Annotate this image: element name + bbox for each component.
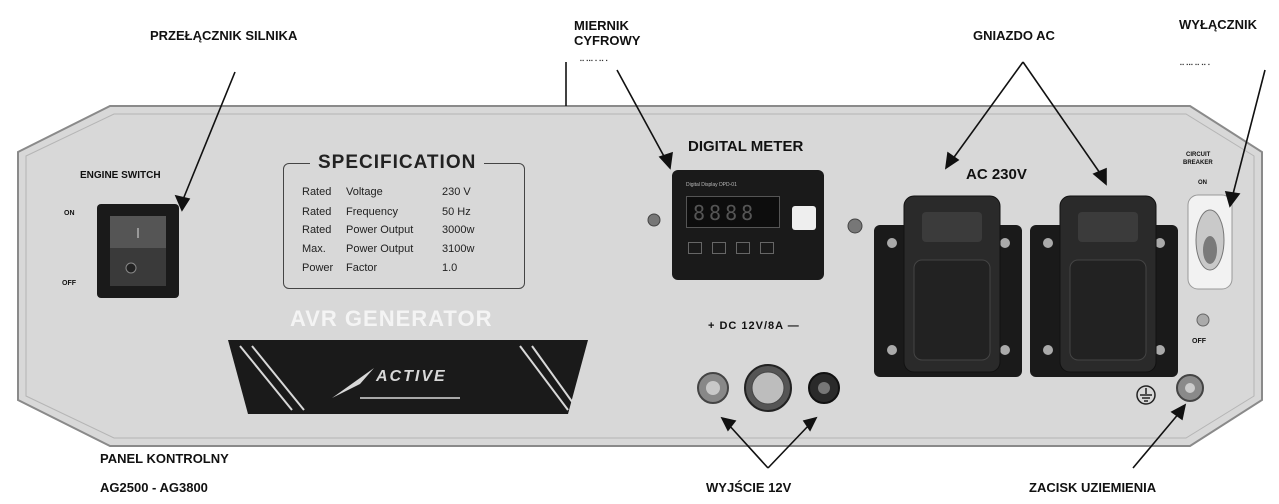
breaker-label-line2: BREAKER <box>1183 160 1213 166</box>
meter-display: 8888 <box>686 196 780 228</box>
callout-ac-socket: GNIAZDO AC <box>973 28 1055 43</box>
meter-key[interactable] <box>736 242 750 254</box>
meter-button[interactable] <box>792 206 816 230</box>
callout-panel-line1: PANEL KONTROLNY <box>100 451 229 466</box>
ac-voltage-label: AC 230V <box>966 166 1027 183</box>
breaker-label-line1: CIRCUIT <box>1186 152 1211 158</box>
ac-socket-left <box>874 195 1022 377</box>
breaker-off-label: OFF <box>1192 338 1206 345</box>
engine-switch-label: ENGINE SWITCH <box>80 170 161 181</box>
callout-circuit-breaker: WYŁĄCZNIK <box>1179 17 1257 32</box>
callout-engine-switch: PRZEŁĄCZNIK SILNIKA <box>150 28 298 43</box>
callout-ground: ZACISK UZIEMIENIA <box>1029 480 1157 495</box>
brand-logo: ACTIVE <box>376 368 447 385</box>
meter-digits: 8888 <box>693 201 758 225</box>
meter-key[interactable] <box>760 242 774 254</box>
ground-icon <box>1136 385 1156 405</box>
specification-title: SPECIFICATION <box>310 152 485 174</box>
screw-icon <box>647 213 661 227</box>
callout-panel-line2: AG2500 - AG3800 <box>100 480 208 495</box>
callout-digital-meter-line1: MIERNIK <box>574 18 629 33</box>
avr-generator-label: AVR GENERATOR <box>290 306 493 331</box>
meter-key[interactable] <box>688 242 702 254</box>
dc-output-label: + DC 12V/8A — <box>708 320 800 332</box>
blurred-small-text: ▪▪ ▪▪▪ ▪▪ ▪▪ ▪ <box>1180 62 1211 68</box>
digital-meter: Digital Display DPD-01 8888 <box>672 170 824 280</box>
digital-meter-label: DIGITAL METER <box>688 138 804 155</box>
screw-icon <box>847 218 863 234</box>
blurred-small-text: ▪▪ ▪▪▪ ▪ ▪▪ ▪ <box>580 58 609 64</box>
breaker-on-label: ON <box>1198 180 1207 186</box>
callout-dc-output: WYJŚCIE 12V <box>706 480 792 495</box>
callout-digital-meter-line2: CYFROWY <box>574 33 641 48</box>
ac-socket-right <box>1030 195 1178 377</box>
brand-plate <box>228 340 588 414</box>
meter-model-text: Digital Display DPD-01 <box>686 182 737 188</box>
engine-off-label: OFF <box>62 280 76 287</box>
engine-on-label: ON <box>64 210 75 217</box>
meter-key[interactable] <box>712 242 726 254</box>
